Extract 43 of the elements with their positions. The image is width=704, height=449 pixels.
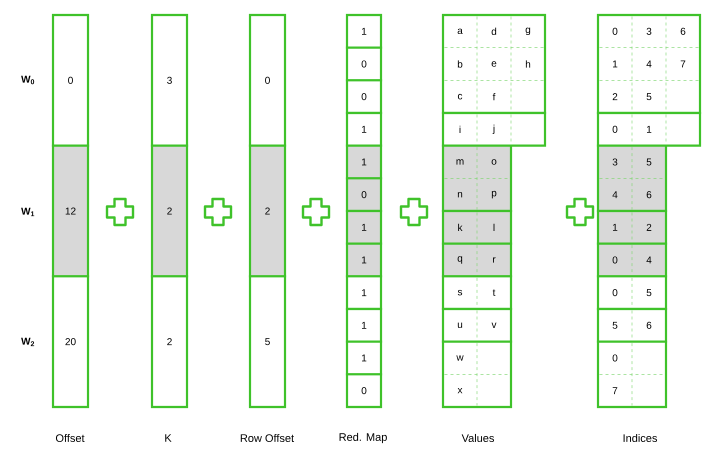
array-cell: 1 bbox=[346, 112, 382, 147]
array-cell: 2 bbox=[248, 144, 286, 278]
array-cell: 12 bbox=[52, 144, 90, 278]
cell-block: 0 1 bbox=[596, 112, 702, 147]
array-cell: 3 bbox=[150, 14, 188, 147]
array-cell: 1 bbox=[346, 340, 382, 376]
cell-block: 0 4 bbox=[596, 242, 668, 278]
array-cell: 0 bbox=[346, 373, 382, 408]
cell-block: u v bbox=[442, 308, 512, 343]
column-label: Values bbox=[462, 434, 494, 442]
cell-block: 0 7 bbox=[596, 340, 668, 408]
array-cell: 5 bbox=[248, 275, 286, 408]
row-label: W$_{1}$ bbox=[21, 208, 34, 216]
array-cell: 1 bbox=[346, 242, 382, 278]
cell-block: 0 5 bbox=[596, 275, 668, 310]
array-cell: 1 bbox=[346, 210, 382, 245]
array-cell: 1 bbox=[346, 308, 382, 343]
array-cell: 0 bbox=[346, 79, 382, 114]
column-label: Indices bbox=[624, 434, 658, 442]
column-label: Offset bbox=[56, 434, 84, 442]
array-cell: 0 bbox=[346, 46, 382, 82]
cell-block: 3 5 4 6 bbox=[596, 144, 668, 212]
column-label: Red. Map bbox=[340, 432, 387, 444]
row-label: W$_{0}$ bbox=[21, 76, 34, 84]
array-cell: 0 bbox=[346, 177, 382, 212]
column-label: Row Offset bbox=[240, 434, 294, 442]
cell-block: 1 2 bbox=[596, 210, 668, 245]
array-cell: 2 bbox=[150, 275, 188, 408]
array-cell: 1 bbox=[346, 275, 382, 310]
cell-block: k l bbox=[442, 210, 512, 245]
column-label: K bbox=[165, 434, 172, 442]
array-cell: 0 bbox=[52, 14, 90, 147]
cell-block: 5 6 bbox=[596, 308, 668, 343]
cell-block: s t bbox=[442, 275, 512, 310]
cell-block: w x bbox=[442, 340, 512, 408]
array-cell: 1 bbox=[346, 144, 382, 180]
cell-block: q r bbox=[442, 242, 512, 278]
cell-block: i j bbox=[442, 112, 546, 147]
array-cell: 0 bbox=[248, 14, 286, 147]
row-label: W$_{2}$ bbox=[21, 338, 34, 346]
array-cell: 20 bbox=[52, 275, 90, 408]
array-cell: 2 bbox=[150, 144, 188, 278]
array-cell: 1 bbox=[346, 14, 382, 49]
